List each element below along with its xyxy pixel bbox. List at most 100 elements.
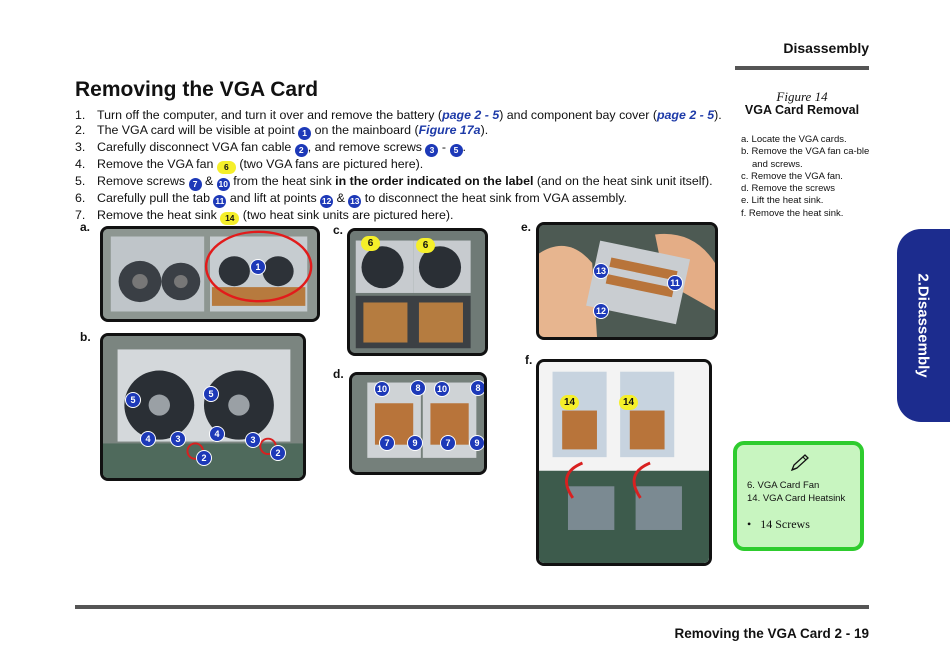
page-title: Removing the VGA Card [75,78,319,101]
note-item: 14. VGA Card Heatsink [747,492,846,504]
step-text: and lift at points [229,190,317,205]
panel-label-d: d. [333,367,344,381]
step-text: & [205,173,214,188]
panel-label-b: b. [80,330,91,344]
photo-panel-a: 1 [100,226,320,322]
figure-link[interactable]: Figure 17a [418,122,481,137]
photo-panel-d: 10 8 10 8 7 9 7 9 [349,372,487,475]
callout-marker: 5 [203,386,219,402]
note-bullet-text: 14 Screws [760,517,810,531]
note-bullet: • 14 Screws [747,517,810,531]
callout-marker: 12 [593,303,609,319]
callout-marker: 4 [209,426,225,442]
step-text: Remove the heat sink [97,207,217,222]
callout-marker: 4 [140,431,156,447]
step-text: Turn off the computer, and turn it over … [97,108,443,122]
procedure-steps: 1. Turn off the computer, and turn it ov… [75,108,735,225]
step-text: Carefully disconnect VGA fan cable [97,139,292,154]
callout-badge-yellow: 14 [220,211,240,225]
step-5: 5. Remove screws 7 & 10 from the heat si… [75,174,735,191]
callout-badge: 11 [213,194,227,208]
step-emphasis: in the order indicated on the label [335,173,534,188]
callout-marker: 8 [410,380,426,396]
callout-marker: 5 [125,392,141,408]
step-number: 1. [75,108,86,122]
step-text: on the mainboard ( [314,122,419,137]
step-number: 2. [75,122,86,137]
callout-badge: 2 [294,143,308,157]
panel-label-e: e. [521,220,532,234]
step-number: 6. [75,190,86,205]
callout-marker: 1 [250,259,266,275]
section-header: Disassembly [783,40,869,56]
photo-panel-c: 6 6 [347,228,488,356]
panel-label-a: a. [80,220,91,234]
step-text: (and on the heat sink unit itself). [536,173,713,188]
callout-marker: 2 [196,450,212,466]
page-link[interactable]: page 2 - 5 [656,108,715,122]
step-text: to disconnect the heat sink from VGA ass… [364,190,627,205]
callout-badge-yellow: 6 [216,160,236,174]
note-items: 6. VGA Card Fan 14. VGA Card Heatsink [747,480,845,505]
callout-marker: 10 [374,381,390,397]
note-box: 6. VGA Card Fan 14. VGA Card Heatsink • … [733,441,864,551]
step-text: (two heat sink units are pictured here). [242,207,454,222]
callout-marker-yellow: 6 [361,236,380,251]
step-4: 4. Remove the VGA fan 6 (two VGA fans ar… [75,157,735,174]
callout-marker: 7 [440,435,456,451]
step-text: Remove screws [97,173,186,188]
step-1: 1. Turn off the computer, and turn it ov… [75,108,735,123]
pencil-icon [790,454,809,472]
callout-marker-yellow: 14 [619,395,638,410]
figure-number: Figure 14 [776,89,828,104]
figure-captions: a. Locate the VGA cards. b. Remove the V… [741,134,871,220]
step-text: Carefully pull the tab [97,190,210,205]
callout-marker: 7 [379,435,395,451]
step-6: 6. Carefully pull the tab 11 and lift at… [75,191,735,208]
step-number: 5. [75,173,86,188]
step-text: ) and component bay cover ( [499,108,657,122]
callout-marker: 3 [245,432,261,448]
callout-badge: 12 [320,194,334,208]
caption-item: a. Locate the VGA cards. [741,134,847,145]
page-footer: Removing the VGA Card 2 - 19 [674,626,869,641]
callout-marker: 13 [593,263,609,279]
caption-item: f. Remove the heat sink. [741,207,844,219]
step-text: - [441,139,447,154]
step-text: , and remove screws [307,139,422,154]
caption-item: e. Lift the heat sink. [741,195,824,207]
step-number: 7. [75,207,86,222]
page-link[interactable]: page 2 - 5 [442,108,500,122]
callout-marker-yellow: 14 [560,395,579,410]
callout-badge: 1 [298,126,312,140]
caption-item: d. Remove the screws [741,183,835,195]
figure-title: VGA Card Removal [744,103,860,117]
callout-marker: 9 [469,435,484,451]
step-7: 7. Remove the heat sink 14 (two heat sin… [75,208,735,225]
callout-marker: 9 [407,435,423,451]
chapter-side-tab-label: 2.Disassembly [897,229,950,422]
callout-badge: 3 [425,143,439,157]
callout-marker: 2 [270,445,286,461]
chapter-side-tab [897,229,950,422]
step-text: ). [480,122,489,137]
callout-marker: 3 [170,431,186,447]
photo-panel-f: 14 14 [536,359,712,566]
step-2: 2. The VGA card will be visible at point… [75,123,735,140]
caption-item: c. Remove the VGA fan. [741,170,843,182]
photo-panel-e: 13 11 12 [536,222,718,340]
step-3: 3. Carefully disconnect VGA fan cable 2,… [75,140,735,157]
photo-panel-b: 5 5 4 3 4 3 2 2 [100,333,306,481]
callout-marker: 11 [667,275,683,291]
step-text: (two VGA fans are pictured here). [239,156,424,171]
step-text: ). [714,108,722,122]
caption-item: b. Remove the VGA fan ca-ble and screws. [741,146,870,170]
callout-badge: 5 [449,143,463,157]
callout-marker: 10 [434,381,450,397]
callout-marker-yellow: 6 [416,238,435,253]
callout-badge: 13 [348,194,362,208]
step-text: & [336,190,345,205]
panel-label-c: c. [333,223,344,237]
header-rule [735,66,869,70]
step-number: 3. [75,139,86,154]
